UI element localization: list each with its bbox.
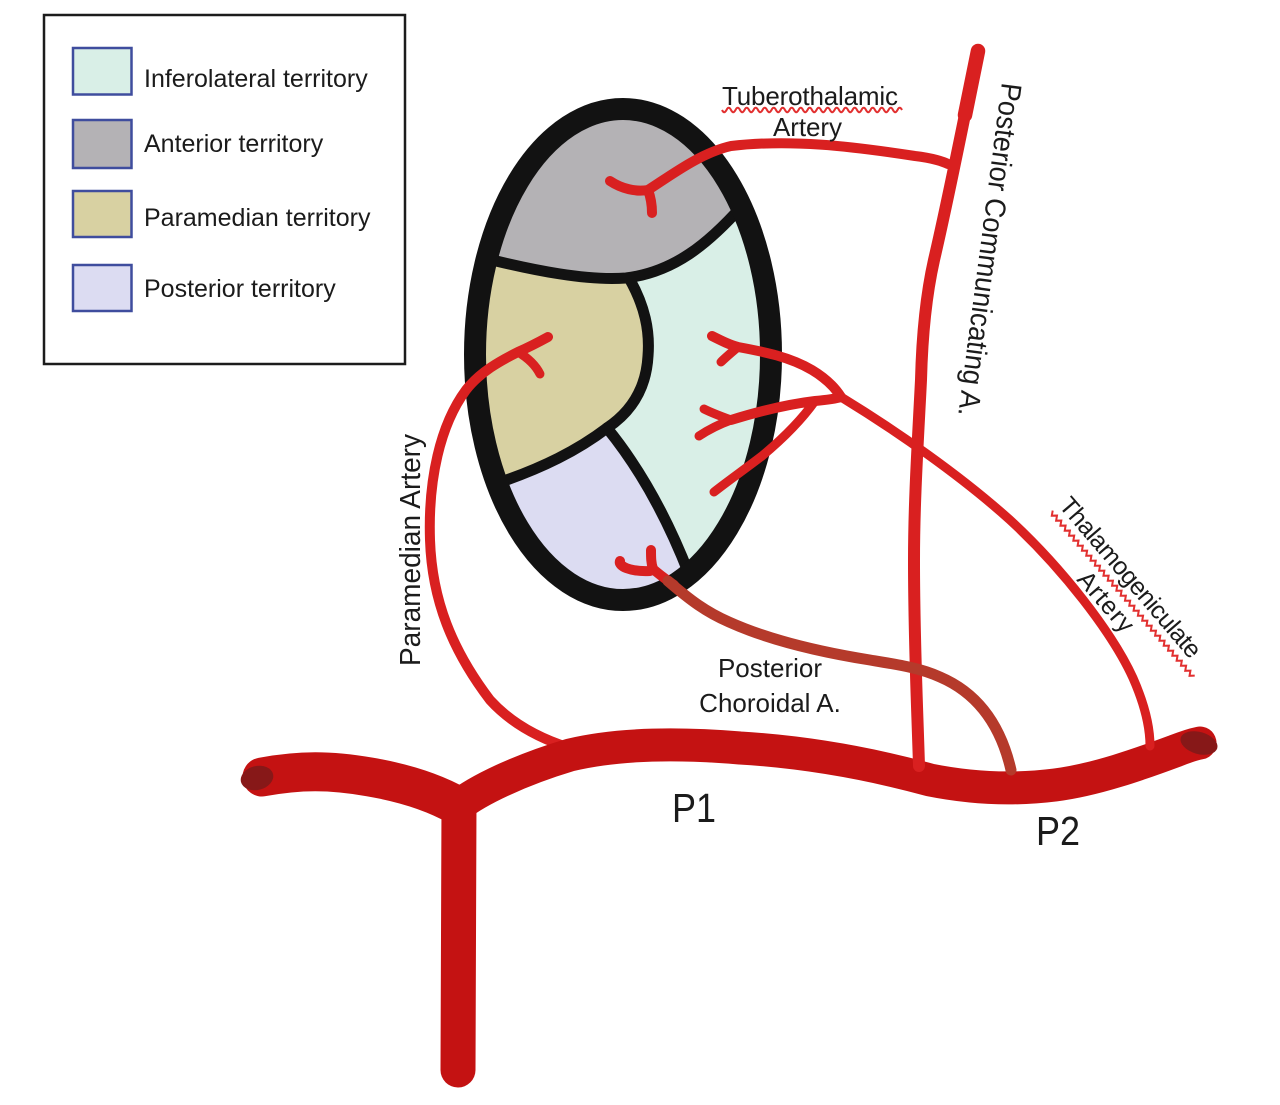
svg-text:P1: P1 bbox=[672, 785, 716, 831]
svg-text:Paramedian Artery: Paramedian Artery bbox=[395, 434, 427, 666]
svg-text:Inferolateral territory: Inferolateral territory bbox=[144, 65, 368, 93]
svg-text:Anterior territory: Anterior territory bbox=[144, 130, 324, 158]
svg-text:Artery: Artery bbox=[773, 112, 842, 142]
svg-text:Tuberothalamic: Tuberothalamic bbox=[722, 81, 898, 111]
svg-text:Posterior territory: Posterior territory bbox=[144, 275, 336, 303]
svg-text:Posterior: Posterior bbox=[718, 653, 822, 683]
svg-text:Paramedian territory: Paramedian territory bbox=[144, 204, 371, 232]
svg-text:Choroidal A.: Choroidal A. bbox=[699, 688, 841, 718]
svg-text:P2: P2 bbox=[1036, 808, 1080, 854]
